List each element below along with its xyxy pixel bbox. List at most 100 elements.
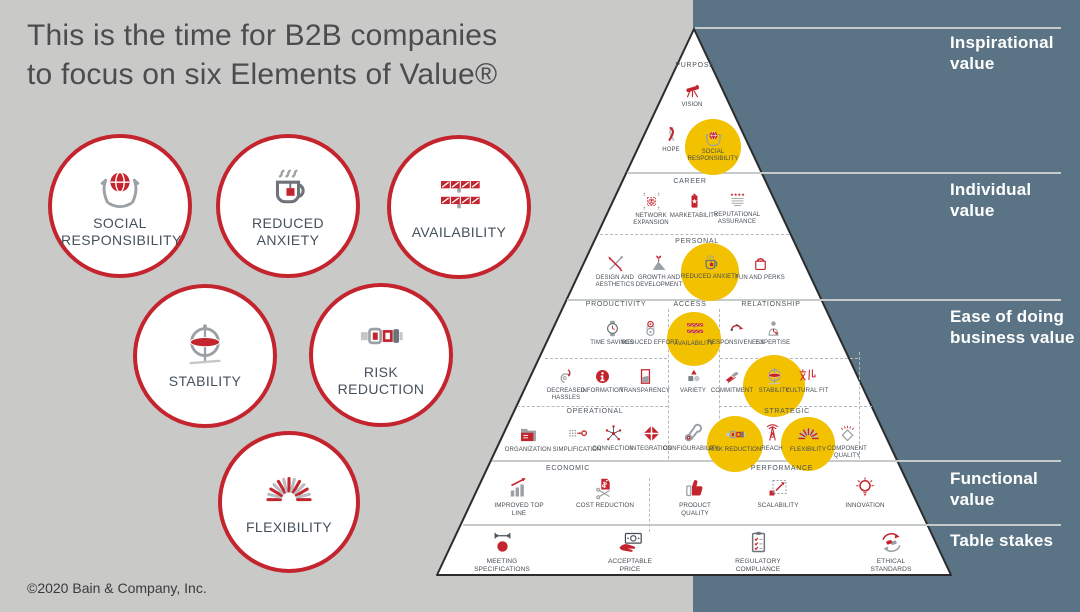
simplification-icon	[567, 424, 588, 445]
pyramid-element-connection: CONNECTION	[583, 423, 643, 454]
pyramid-element-label: COMMITMENT	[710, 387, 754, 394]
section-divider-dashed	[668, 309, 669, 459]
transparency-icon	[636, 367, 655, 386]
pyramid-element-label: MARKETABILITY	[669, 212, 719, 219]
feature-circle-social-responsibility: SOCIAL RESPONSIBILITY	[48, 134, 192, 278]
feature-circle-flexibility: FLEXIBILITY	[218, 431, 360, 573]
pyramid-element-label: SOCIAL RESPONSIBILITY	[687, 148, 739, 163]
pyramid-element-meeting-specifications: MEETING SPECIFICATIONS	[472, 529, 532, 575]
variety-icon	[684, 367, 703, 386]
reduced-effort-icon	[641, 319, 660, 338]
acceptable-price-icon	[617, 529, 644, 556]
ethical-standards-icon	[878, 529, 905, 556]
pyramid-element-label: CONFIGURABILITY	[663, 445, 719, 452]
availability-icon	[429, 173, 489, 219]
pyramid-element-design-and-aesthetics: DESIGN AND AESTHETICS	[585, 254, 645, 291]
information-icon	[593, 367, 612, 386]
pyramid-element-label: REPUTATIONAL ASSURANCE	[713, 211, 761, 226]
pyramid-element-label: FUN AND PERKS	[735, 274, 785, 281]
flexibility-icon	[259, 468, 319, 514]
reach-icon	[762, 423, 783, 444]
pyramid-element-reduced-effort: REDUCED EFFORT	[620, 319, 680, 348]
pyramid-element-improved-top-line: IMPROVED TOP LINE	[489, 476, 549, 518]
pyramid-element-configurability: CONFIGURABILITY	[661, 423, 721, 454]
tier-label-individual-value: Individual value	[950, 180, 1032, 220]
pyramid-element-responsiveness: RESPONSIVENESS	[706, 319, 766, 348]
highlight-circle-flexibility	[781, 417, 835, 471]
organization-icon	[518, 424, 539, 445]
feature-circle-reduced-anxiety: REDUCED ANXIETY	[216, 134, 360, 278]
meeting-specifications-icon	[489, 529, 516, 556]
pyramid-element-expertise: EXPERTISE	[743, 319, 803, 348]
pyramid-element-label: SIMPLIFICATION	[552, 446, 602, 453]
feature-circle-risk-reduction: RISK REDUCTION	[309, 283, 453, 427]
pyramid-element-label: COMPONENT QUALITY	[827, 445, 867, 460]
pyramid-element-label: MEETING SPECIFICATIONS	[474, 557, 530, 574]
section-divider-dashed	[517, 406, 668, 407]
pyramid-element-vision: VISION	[662, 81, 722, 110]
feature-circle-label: AVAILABILITY	[411, 224, 507, 241]
tier-label-inspirational-value: Inspirational value	[950, 33, 1054, 73]
pyramid-element-innovation: INNOVATION	[835, 476, 895, 510]
social-responsibility-icon	[704, 128, 723, 147]
pyramid-element-label: VISION	[681, 101, 703, 108]
expertise-icon	[764, 319, 783, 338]
highlight-circle-reduced-anxiety	[681, 243, 739, 301]
flexibility-icon	[797, 424, 819, 445]
tier-divider-line-table-stakes	[463, 524, 1061, 526]
feature-circle-label: SOCIAL RESPONSIBILITY	[61, 214, 182, 248]
pyramid-element-label: GROWTH AND DEVELOPMENT	[635, 274, 683, 289]
availability-icon	[685, 320, 704, 339]
pyramid-element-ethical-standards: ETHICAL STANDARDS	[861, 529, 921, 575]
pyramid-element-label: SCALABILITY	[757, 502, 799, 509]
improved-top-line-icon	[507, 476, 531, 500]
tier-label-functional-value: Functional value	[950, 469, 1038, 509]
tier-label-table-stakes: Table stakes	[950, 531, 1054, 550]
commitment-icon	[723, 367, 742, 386]
stability-icon	[175, 322, 235, 368]
pyramid-element-label: REGULATORY COMPLIANCE	[735, 557, 781, 574]
pyramid-element-label: TIME SAVINGS	[590, 339, 634, 346]
section-divider-dashed	[859, 352, 860, 459]
pyramid-element-label: CONNECTION	[592, 445, 634, 452]
pyramid-element-label: INNOVATION	[845, 502, 885, 509]
pyramid-section-header-performance: PERFORMANCE	[750, 465, 814, 472]
pyramid-element-flexibility: FLEXIBILITY	[778, 424, 838, 455]
pyramid-element-acceptable-price: ACCEPTABLE PRICE	[600, 529, 660, 575]
pyramid-element-label: REDUCED ANXIETY	[680, 273, 740, 280]
feature-circle-stability: STABILITY	[133, 284, 277, 428]
vision-icon	[683, 81, 702, 100]
highlight-circle-availability	[667, 312, 721, 366]
pyramid-element-label: INFORMATION	[580, 387, 624, 394]
tier-divider-line-functional-value	[492, 460, 1061, 462]
section-divider-dashed	[719, 309, 720, 459]
pyramid-element-label: ETHICAL STANDARDS	[870, 557, 912, 574]
pyramid-section-header-purpose: PURPOSE	[675, 62, 715, 69]
pyramid-element-component-quality: COMPONENT QUALITY	[817, 423, 877, 462]
tier-divider-line-ease-of-doing-business-value	[567, 299, 1061, 301]
pyramid-element-label: TRANSPARENCY	[619, 387, 671, 394]
tier-divider-line-inspirational-value	[695, 27, 1061, 29]
pyramid-element-information: INFORMATION	[572, 367, 632, 396]
product-quality-icon	[683, 476, 707, 500]
pyramid-element-label: NETWORK EXPANSION	[633, 212, 669, 227]
network-expansion-icon	[642, 192, 661, 211]
stability-icon	[765, 367, 784, 386]
pyramid-section-header-productivity: PRODUCTIVITY	[585, 301, 647, 308]
pyramid-element-decreased-hassles: DECREASED HASSLES	[536, 367, 596, 404]
pyramid-element-label: ACCEPTABLE PRICE	[607, 557, 653, 574]
growth-development-icon	[650, 254, 669, 273]
pyramid-element-marketability: MARKETABILITY	[664, 192, 724, 221]
risk-reduction-icon	[725, 424, 746, 445]
time-savings-icon	[603, 319, 622, 338]
pyramid-element-stability: STABILITY	[744, 367, 804, 396]
pyramid-element-scalability: SCALABILITY	[748, 476, 808, 510]
pyramid-section-header-access: ACCESS	[673, 301, 707, 308]
pyramid-element-simplification: SIMPLIFICATION	[547, 424, 607, 455]
feature-circle-label: STABILITY	[168, 373, 242, 390]
pyramid-element-label: RISK REDUCTION	[708, 446, 762, 453]
feature-circle-label: RISK REDUCTION	[337, 363, 425, 397]
pyramid-element-hope: HOPE	[641, 126, 701, 155]
pyramid-element-variety: VARIETY	[663, 367, 723, 396]
